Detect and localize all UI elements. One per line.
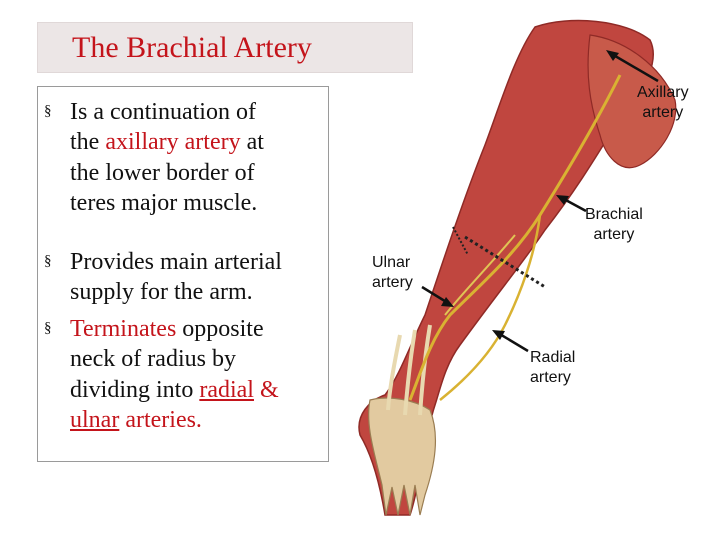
text-run: supply for the arm. (70, 279, 253, 306)
artery-line (408, 74, 622, 401)
bullet-line: Provides main arterial (70, 247, 328, 277)
text-run: teres major muscle. (70, 190, 258, 217)
label-axillary-artery: Axillary artery (637, 83, 689, 123)
text-run: & (253, 376, 279, 403)
dotted-marker (464, 235, 546, 289)
text-run: ulnar (70, 407, 120, 434)
text-run: at (240, 129, 264, 156)
tendon-line (386, 334, 402, 411)
text-run: axillary artery (105, 129, 241, 156)
brachial-arrow-head (556, 195, 569, 205)
ulnar-arrow-head (441, 297, 454, 307)
bullet-line: supply for the arm. (70, 277, 328, 307)
axillary-arrow-head (606, 50, 619, 61)
text-run: Provides main arterial (70, 249, 282, 275)
text-run: radial (199, 376, 254, 403)
shoulder-muscle-shape (587, 34, 677, 169)
bullet-line: Is a continuation of (70, 97, 328, 127)
text-run: dividing into (70, 376, 200, 403)
arm-anatomy-illustration (358, 19, 677, 516)
label-line: Ulnar (372, 254, 411, 271)
title-box: The Brachial Artery (37, 22, 413, 73)
bullet-marker: § (44, 320, 52, 336)
bullet-line: the axillary artery at (70, 127, 328, 157)
label-ulnar-artery: Ulnar artery (372, 253, 413, 293)
bullet-item: Provides main arterial supply for the arm… (70, 247, 328, 308)
text-run: the lower border of (70, 159, 255, 186)
label-line: artery (372, 274, 413, 291)
text-run: arteries. (119, 407, 202, 434)
axillary-arrow (609, 51, 659, 83)
radial-arrow-head (492, 330, 505, 340)
bullet-line: dividing into radial & (70, 375, 328, 405)
label-line: Radial (530, 349, 576, 366)
bullet-line: the lower border of (70, 158, 328, 188)
label-line: artery (593, 226, 635, 243)
bullet-marker: § (44, 103, 52, 119)
tendon-line (403, 329, 417, 416)
text-run: opposite (176, 316, 264, 342)
bullet-line: Terminates opposite (70, 314, 328, 344)
text-run: Is a continuation of (70, 99, 256, 125)
label-line: Brachial (585, 206, 643, 223)
label-line: artery (642, 104, 684, 121)
text-run: neck of radius by (70, 346, 236, 373)
label-brachial-artery: Brachial artery (585, 205, 643, 245)
bullet-line: ulnar arteries. (70, 405, 328, 435)
radial-arrow (497, 331, 529, 353)
slide-title: The Brachial Artery (72, 31, 312, 64)
artery-line (439, 214, 542, 401)
text-run: Terminates (70, 316, 177, 342)
label-line: artery (530, 369, 571, 386)
ulnar-arrow (421, 285, 449, 305)
dotted-marker (452, 226, 469, 256)
bullet-line: neck of radius by (70, 344, 328, 374)
artery-line (444, 234, 516, 316)
text-run: the (70, 129, 106, 156)
label-line: Axillary (637, 84, 689, 101)
bullet-marker: § (44, 253, 52, 269)
hand-shape (368, 397, 437, 516)
label-radial-artery: Radial artery (530, 348, 575, 388)
tendon-line (418, 324, 432, 416)
bullet-line: teres major muscle. (70, 188, 328, 218)
